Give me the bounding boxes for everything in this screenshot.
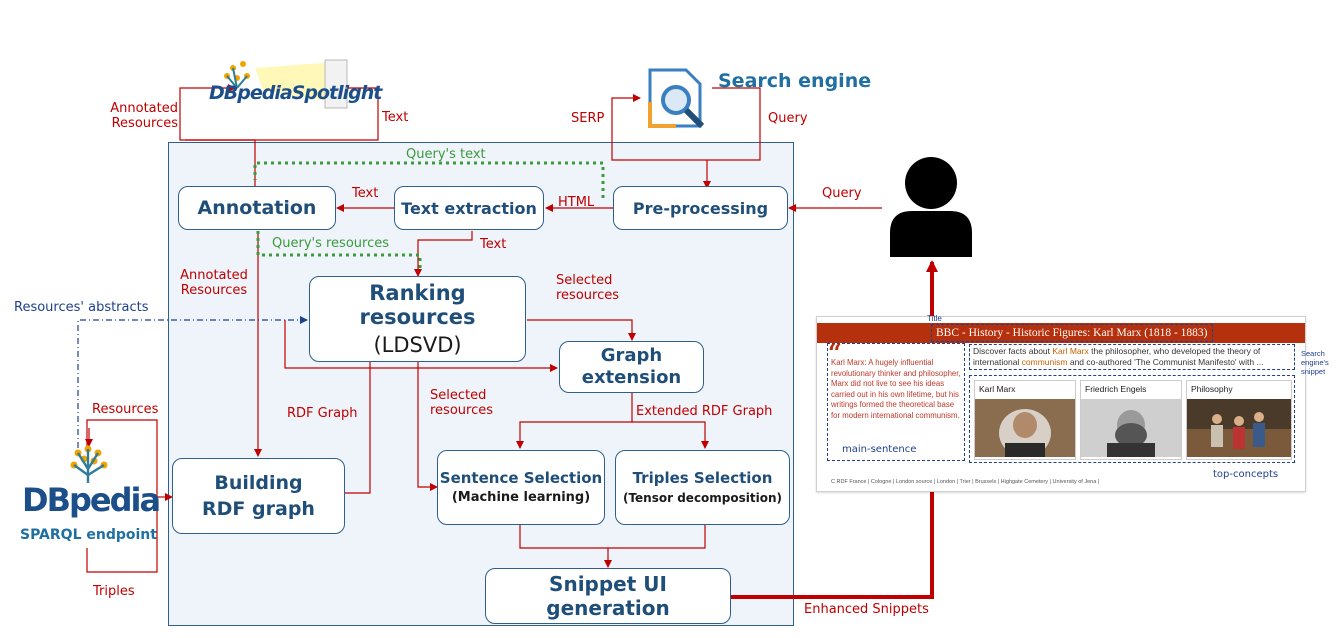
snippet-line: international [973, 357, 1022, 367]
html-label: HTML [558, 195, 595, 210]
portrait-image [1081, 399, 1181, 457]
resources-text: resources [556, 288, 620, 303]
search-engine-title: Search engine [718, 70, 872, 92]
preprocessing-label: Pre-processing [632, 198, 769, 218]
query-search-label: Query [768, 111, 808, 126]
portrait-image [975, 399, 1075, 457]
triples-label: Triples Selection [632, 468, 773, 487]
title-tag: Title [927, 314, 942, 323]
snippet-line: Discover facts about [973, 346, 1053, 356]
text-extraction-label: Text extraction [401, 198, 537, 218]
annotation-label: Annotation [197, 197, 317, 219]
annotated-text: Annotated [110, 101, 178, 116]
building-rdf-box: Building RDF graph [172, 458, 345, 534]
resources-text: Resources [111, 116, 178, 131]
ranking-label: Ranking resources [359, 281, 476, 329]
snippet-text: Discover facts about Karl Marx the philo… [969, 344, 1295, 370]
text-spotlight-label: Text [382, 110, 409, 125]
main-sentence-panel: “ Karl Marx: A hugely influential revolu… [827, 338, 965, 461]
engines-text: engine's [1301, 358, 1329, 367]
user-icon [882, 155, 980, 257]
resources-label: Resources [92, 402, 159, 417]
snippet-text: snippet [1301, 367, 1326, 376]
selected-text: Selected [556, 273, 613, 288]
search-doc-icon [648, 68, 705, 129]
sparql-endpoint-label: SPARQL endpoint [20, 527, 157, 543]
dbpedia-icon [70, 445, 108, 483]
concept-title: Karl Marx [979, 384, 1016, 394]
rdf-graph-label: RDF Graph [287, 406, 358, 421]
top-concepts-panel: Karl Marx Friedrich Engels Philosophy [969, 375, 1295, 463]
enhanced-snippets-label: Enhanced Snippets [804, 602, 929, 617]
selected-text: Selected [430, 388, 487, 403]
serp-label: SERP [571, 111, 605, 126]
annotated-text: Annotated [180, 268, 248, 283]
building-label: Building [214, 472, 303, 494]
graph-extension-box: Graph extension [559, 341, 704, 393]
extension-label: extension [581, 367, 682, 388]
ldsvd-label: (LDSVD) [373, 333, 462, 357]
dbpedia-logo: DBpedia SPARQL endpoint [20, 445, 161, 545]
spotlight-icon [224, 59, 348, 109]
query-user-label: Query [822, 186, 862, 201]
sentence-selection-box: Sentence Selection (Machine learning) [437, 450, 605, 525]
snippet-ui-label: Snippet UI generation [546, 572, 670, 620]
preprocessing-box: Pre-processing [613, 186, 788, 230]
quote-icon: “ [828, 338, 842, 367]
text-between-label: Text [352, 186, 379, 201]
annotated-resources-arrow [179, 84, 256, 186]
ranking-resources-box: Ranking resources (LDSVD) [309, 276, 526, 362]
search-text: Search [1301, 349, 1325, 358]
resources-text: Resources [180, 283, 248, 298]
snippet-title: BBC - History - Historic Figures: Karl M… [931, 324, 1213, 342]
dbpedia-wordmark: DBpedia [22, 481, 161, 519]
spotlight-wordmark: DBpediaSpotlight [209, 82, 382, 104]
snippet-title-bar [817, 323, 1305, 343]
top-concepts-label: top-concepts [1213, 469, 1279, 480]
main-sentence-label: main-sentence [842, 444, 917, 455]
snippet-preview: Title BBC - History - Historic Figures: … [816, 314, 1329, 492]
spotlight-logo: DBpediaSpotlight [185, 54, 382, 120]
concept-title: Friedrich Engels [1085, 384, 1147, 394]
concept-card-philosophy[interactable]: Philosophy [1186, 380, 1292, 460]
concept-card-marx[interactable]: Karl Marx [974, 380, 1076, 460]
snippet-link[interactable]: communism [1021, 357, 1068, 367]
ml-label: (Machine learning) [451, 489, 591, 505]
concept-card-engels[interactable]: Friedrich Engels [1080, 380, 1182, 460]
snippet-ui-box: Snippet UI generation [485, 568, 731, 624]
resources-abstracts-label: Resources' abstracts [14, 300, 149, 315]
text-to-ranking-label: Text [480, 237, 507, 252]
querys-resources-label: Query's resources [272, 236, 389, 251]
snippet-line: the philosopher, who developed the theor… [1088, 346, 1261, 356]
extended-rdf-label: Extended RDF Graph [636, 404, 773, 419]
main-sentence-text: Karl Marx: A hugely influential revoluti… [831, 358, 961, 420]
snippet-link[interactable]: Karl Marx [1052, 346, 1089, 356]
tensor-label: (Tensor decomposition) [622, 490, 783, 505]
snippet-footer: C RDF France | Cologne | London source |… [831, 479, 1100, 485]
rdf-graph-label: RDF graph [202, 498, 315, 520]
search-engine-logo [646, 62, 714, 132]
text-extraction-box: Text extraction [394, 186, 544, 230]
painting-image [1187, 399, 1291, 457]
triples-selection-box: Triples Selection (Tensor decomposition) [615, 450, 790, 525]
graph-label: Graph [600, 345, 663, 366]
triples-label: Triples [93, 584, 135, 599]
snippet-line: and co-authored 'The Communist Manifesto… [1067, 357, 1264, 367]
resources-text: resources [430, 403, 494, 418]
concept-title: Philosophy [1191, 384, 1233, 394]
annotation-box: Annotation [178, 186, 336, 230]
querys-text-label: Query's text [406, 147, 486, 162]
sentence-label: Sentence Selection [439, 468, 603, 487]
